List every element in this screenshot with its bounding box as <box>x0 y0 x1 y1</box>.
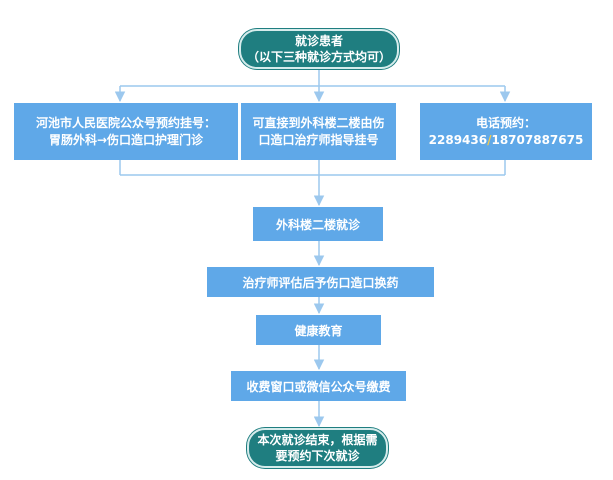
step-payment: 收费窗口或微信公众号缴费 <box>231 371 406 401</box>
start-title: 就诊患者 <box>294 34 343 48</box>
option-phone-booking: 电话预约： 2289436/18707887675 <box>420 103 592 160</box>
step-assess-label: 治疗师评估后予伤口造口换药 <box>242 275 399 290</box>
phone-number-landline: 2289436 <box>428 132 488 147</box>
step-health-education: 健康教育 <box>256 315 381 345</box>
end-line2: 要预约下次就诊 <box>275 449 360 463</box>
option-direct-registration: 可直接到外科楼二楼由伤 口造口治疗师指导挂号 <box>241 103 396 160</box>
step-payment-label: 收费窗口或微信公众号缴费 <box>246 379 391 394</box>
start-subtitle: （以下三种就诊方式均可） <box>246 50 391 64</box>
option-direct-line2: 口造口治疗师指导挂号 <box>258 132 379 147</box>
step-assessment-dressing: 治疗师评估后予伤口造口换药 <box>207 267 434 297</box>
option-phone-title: 电话预约： <box>475 115 536 130</box>
option-public-account-line2: 胃肠外科→伤口造口护理门诊 <box>48 132 204 147</box>
end-node-visit-complete: 本次就诊结束，根据需 要预约下次就诊 <box>247 428 388 468</box>
step-visit-label: 外科楼二楼就诊 <box>275 217 360 232</box>
step-visit-surgery-floor: 外科楼二楼就诊 <box>253 207 383 241</box>
option-public-account-booking: 河池市人民医院公众号预约挂号： 胃肠外科→伤口造口护理门诊 <box>14 103 238 160</box>
end-line1: 本次就诊结束，根据需 <box>257 433 378 447</box>
start-node-patient: 就诊患者 （以下三种就诊方式均可） <box>239 29 399 69</box>
phone-number-mobile: 18707887675 <box>491 132 584 147</box>
option-phone-numbers: 2289436/18707887675 <box>429 132 584 149</box>
option-direct-line1: 可直接到外科楼二楼由伤 <box>252 115 385 130</box>
step-education-label: 健康教育 <box>294 323 343 338</box>
option-public-account-line1: 河池市人民医院公众号预约挂号： <box>35 115 216 130</box>
phone-number-separator: / <box>487 132 492 147</box>
